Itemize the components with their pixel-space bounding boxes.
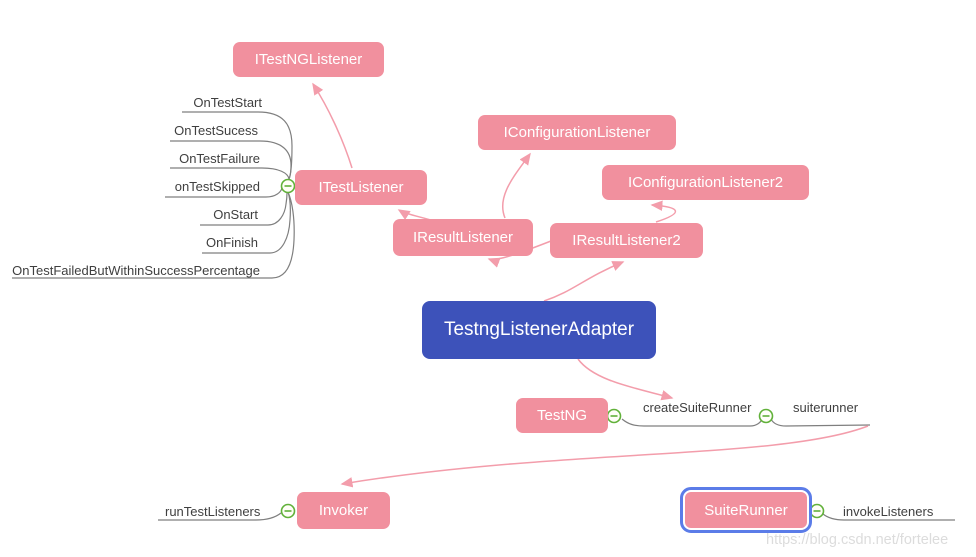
method-label-runtestlisteners[interactable]: runTestListeners	[165, 504, 261, 519]
collapse-toggle-icon[interactable]	[758, 408, 774, 424]
node-iresultlistener2[interactable]: IResultListener2	[550, 223, 703, 258]
relationship-arrows	[312, 82, 869, 488]
method-label-onfinish[interactable]: OnFinish	[205, 235, 258, 250]
method-label-ontestfailedbutwithinsuccesspercentage[interactable]: OnTestFailedButWithinSuccessPercentage	[12, 263, 260, 278]
method-label-onstart[interactable]: OnStart	[213, 207, 258, 222]
collapse-toggle-icon[interactable]	[606, 408, 622, 424]
node-iresultlistener[interactable]: IResultListener	[393, 219, 533, 256]
node-itestnglistener[interactable]: ITestNGListener	[233, 42, 384, 77]
method-label-ontetstart[interactable]: OnTestStart	[193, 95, 262, 110]
method-label-invokelisteners[interactable]: invokeListeners	[843, 504, 934, 519]
csdn-watermark: https://blog.csdn.net/fortelee	[766, 532, 949, 548]
method-label-ontestskipped[interactable]: onTestSkipped	[174, 179, 260, 194]
node-testng[interactable]: TestNG	[516, 398, 608, 433]
method-label-createsuiterunner[interactable]: createSuiteRunner	[643, 400, 752, 415]
collapse-toggle-icon[interactable]	[809, 503, 825, 519]
branch-connector-lines	[12, 111, 955, 521]
node-iconfigurationlistener[interactable]: IConfigurationListener	[478, 115, 676, 150]
method-label-suiterunner[interactable]: suiterunner	[793, 400, 859, 415]
node-itestlistener[interactable]: ITestListener	[295, 170, 427, 205]
node-invoker[interactable]: Invoker	[297, 492, 390, 529]
method-label-ontestfailure[interactable]: OnTestFailure	[179, 151, 260, 166]
method-label-ontestsucess[interactable]: OnTestSucess	[174, 123, 258, 138]
collapse-toggle-icon[interactable]	[280, 503, 296, 519]
node-testnglisteneradapter[interactable]: TestngListenerAdapter	[422, 301, 656, 359]
collapse-toggle-icon[interactable]	[280, 178, 296, 194]
node-suiterunner-selected[interactable]: SuiteRunner	[680, 487, 812, 533]
node-iconfigurationlistener2[interactable]: IConfigurationListener2	[602, 165, 809, 200]
